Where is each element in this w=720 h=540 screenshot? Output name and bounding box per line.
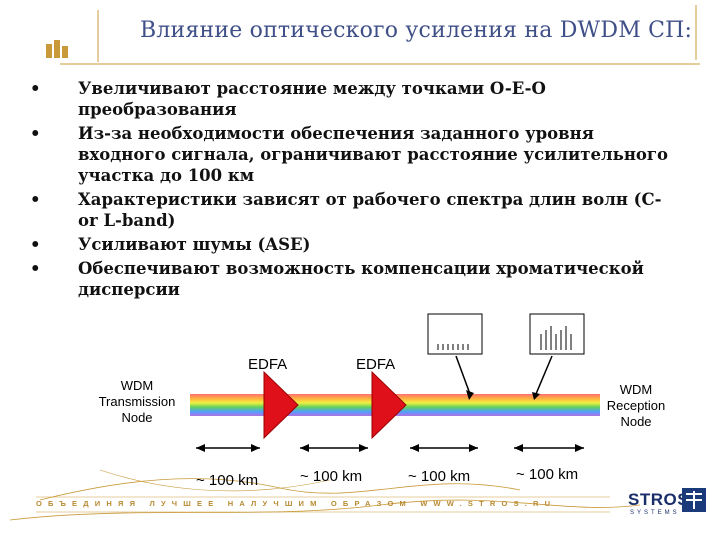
bullet-item: • Усиливают шумы (ASE) <box>30 234 670 255</box>
span-label-4: ~ 100 km <box>516 466 579 483</box>
bullet-marker: • <box>30 259 41 278</box>
span-label-2: ~ 100 km <box>300 468 363 485</box>
bullet-list: • Увеличивают расстояние между точками O-… <box>30 78 670 303</box>
spectrum-arrow-after <box>535 355 553 395</box>
span-label-1: ~ 100 km <box>196 472 259 489</box>
spectrum-arrow-before <box>455 355 471 395</box>
edfa-amplifier-2 <box>371 370 407 440</box>
bullet-text: Из-за необходимости обеспечения заданног… <box>78 124 669 185</box>
bullet-text: Обеспечивают возможность компенсации хро… <box>78 259 644 299</box>
span-marker-1 <box>196 444 260 452</box>
spectrum-box-before <box>427 313 483 355</box>
spectrum-arrowhead-after <box>532 392 540 400</box>
edfa-label-1: EDFA <box>248 356 288 373</box>
span-marker-3 <box>410 444 478 452</box>
spectrum-box-after <box>529 313 585 355</box>
spectrum-lines-after <box>540 326 572 350</box>
bullet-marker: • <box>30 79 41 98</box>
span-marker-4 <box>514 444 584 452</box>
bullet-marker: • <box>30 124 41 143</box>
company-logo: STROS SYSTEMS <box>628 488 710 524</box>
bullet-text: Характеристики зависят от рабочего спект… <box>78 190 662 230</box>
spectrum-lines-before <box>437 344 469 350</box>
span-label-3: ~ 100 km <box>408 468 471 485</box>
bullet-marker: • <box>30 235 41 254</box>
bullet-item: • Увеличивают расстояние между точками O-… <box>30 78 670 120</box>
bullet-item: • Из-за необходимости обеспечения заданно… <box>30 123 670 186</box>
logo-emblem-icon <box>682 488 706 512</box>
bullet-text: Усиливают шумы (ASE) <box>78 235 311 254</box>
logo-word: STROS <box>628 490 690 509</box>
title-mark-icon <box>46 40 68 62</box>
slide-title: Влияние оптического усиления на DWDM СП: <box>140 18 693 43</box>
bullet-marker: • <box>30 190 41 209</box>
span-marker-2 <box>300 444 368 452</box>
edfa-label-2: EDFA <box>356 356 396 373</box>
bullet-item: • Обеспечивают возможность компенсации хр… <box>30 258 670 300</box>
rx-node-label: WDM Reception Node <box>606 382 666 429</box>
spectrum-arrowhead-before <box>466 390 474 400</box>
tx-node-label: WDM Transmission Node <box>98 378 176 425</box>
bullet-text: Увеличивают расстояние между точками O-E… <box>78 79 546 119</box>
edfa-amplifier-1 <box>263 370 299 440</box>
bullet-item: • Характеристики зависят от рабочего спек… <box>30 189 670 231</box>
footer-slogan: ОБЪЕДИНЯЯ ЛУЧШЕЕ НАЛУЧШИМ ОБРАЗОМ WWW.ST… <box>36 499 557 508</box>
logo-sub: SYSTEMS <box>630 510 680 516</box>
